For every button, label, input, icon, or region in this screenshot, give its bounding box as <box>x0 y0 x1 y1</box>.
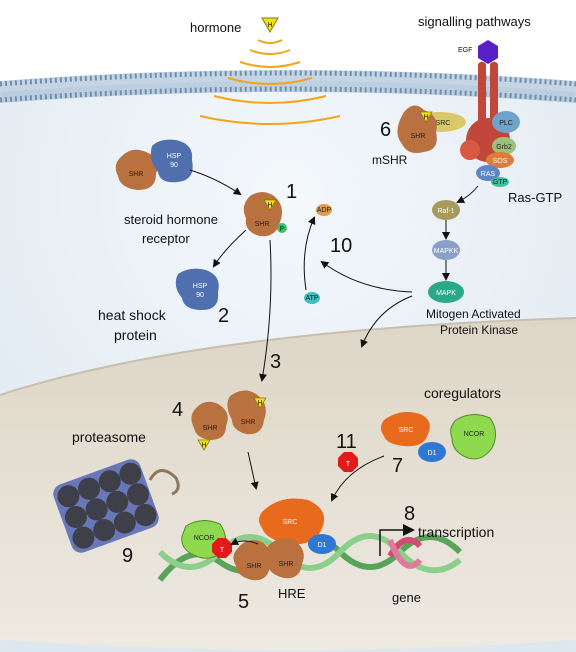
mapk-caption-line2: Protein Kinase <box>440 323 518 337</box>
bound-src-label: SRC <box>283 519 298 526</box>
activated-hormone-icon <box>263 199 277 211</box>
adp-label: ADP <box>317 207 332 214</box>
arrow-to-dna <box>247 451 259 490</box>
mapk-caption-line1: Mitogen Activated <box>426 307 521 321</box>
step-10: 10 <box>330 235 352 257</box>
mapk-label: MAPK <box>436 290 456 297</box>
activated-h-label: H <box>267 202 272 209</box>
hormone-signal: H <box>199 17 341 125</box>
steroid-caption-line2: receptor <box>142 231 190 246</box>
sos-label: SOS <box>493 158 508 165</box>
steroid-caption-line1: steroid hormone <box>124 212 218 227</box>
coreg-src-label: SRC <box>399 427 414 434</box>
atp-icon <box>304 292 320 304</box>
dimer-shr-left-label: SHR <box>203 425 218 432</box>
arrow-coreg-to-dna <box>330 455 385 502</box>
mapkk-label: MAPKK <box>434 248 459 255</box>
hsp-caption-line2: protein <box>114 327 157 343</box>
hormone-h-label: H <box>267 22 272 29</box>
dimer-right-hormone-icon <box>253 397 267 409</box>
signalling-pathways-label: signalling pathways <box>418 14 531 29</box>
gene-label: gene <box>392 590 421 605</box>
transcription-label: transcription <box>418 524 494 540</box>
grb2-label: Grb2 <box>496 144 512 151</box>
coreg-d1-label: D1 <box>428 450 437 457</box>
free-hsp-label: HSP <box>193 283 208 290</box>
transcription-arrow <box>379 524 415 556</box>
proteasome-label: proteasome <box>72 429 146 445</box>
shr-dimer-step4: SHR H SHR H <box>191 390 267 451</box>
step-9: 9 <box>122 545 133 567</box>
mshr-label: mSHR <box>372 153 408 167</box>
dna-bound-complex: SRC SHR SHR D1 NCOR T <box>181 498 336 581</box>
bound-shr-right-label: SHR <box>279 561 294 568</box>
ras-label: RAS <box>481 171 496 178</box>
free-hsp-90-label: 90 <box>196 292 204 299</box>
free-hsp90: HSP 90 <box>175 268 219 310</box>
dimer-shr-right-label: SHR <box>241 419 256 426</box>
stop-11-t-label: T <box>346 461 351 468</box>
egf-icon <box>478 40 498 64</box>
arrow-ncor <box>230 537 259 545</box>
step-5: 5 <box>238 591 249 613</box>
step-1: 1 <box>286 181 297 203</box>
mshr-h-label: H <box>423 114 428 121</box>
egf-label: EGF <box>458 47 472 54</box>
mapk-cascade: Raf-1 MAPKK MAPK <box>428 185 479 303</box>
dimer-right-h-label: H <box>257 400 262 407</box>
dimer-left-hormone-icon <box>197 439 211 451</box>
coreg-ncor-label: NCOR <box>464 431 485 438</box>
activated-shr: SHR H P <box>243 192 287 237</box>
plc-label: PLC <box>499 120 513 127</box>
proteasome-icon <box>53 459 180 553</box>
dimer-left-h-label: H <box>201 442 206 449</box>
step-11: 11 <box>336 431 357 453</box>
step-4: 4 <box>172 399 183 421</box>
complex-hsp-label: HSP <box>167 153 182 160</box>
nuclear-envelope <box>0 317 576 396</box>
c-src-label: c-SRC <box>430 120 451 127</box>
stop-sign-11: T <box>338 452 358 472</box>
bound-ncor-label: NCOR <box>194 535 215 542</box>
bound-d1-label: D1 <box>318 542 327 549</box>
step-7: 7 <box>392 455 403 477</box>
hsp-caption-line1: heat shock <box>98 307 167 323</box>
step-8: 8 <box>404 503 415 525</box>
raf-label: Raf-1 <box>437 208 454 215</box>
ras-gtp-label: Ras-GTP <box>508 190 562 205</box>
gtp-label: GTP <box>493 179 508 186</box>
bound-stop-t-label: T <box>220 547 225 554</box>
shr-hsp90-complex: SHR HSP 90 <box>115 139 193 190</box>
hormone-label: hormone <box>190 20 241 35</box>
step-6: 6 <box>380 119 391 141</box>
mshr-shr-label: SHR <box>411 133 426 140</box>
step-3: 3 <box>270 351 281 373</box>
nucleus <box>0 318 576 650</box>
complex-hsp-90-label: 90 <box>170 162 178 169</box>
hre-label: HRE <box>278 586 306 601</box>
step-2: 2 <box>218 305 229 327</box>
hormone-icon <box>261 17 279 34</box>
activated-p-label: P <box>280 226 285 233</box>
activated-shr-label: SHR <box>255 221 270 228</box>
atp-label: ATP <box>305 295 318 302</box>
mshr-hormone-icon <box>419 111 433 123</box>
bound-shr-left-label: SHR <box>247 563 262 570</box>
coregulators-label: coregulators <box>424 385 501 401</box>
cytoplasm-arrows <box>189 169 413 382</box>
complex-shr-label: SHR <box>129 171 144 178</box>
adp-icon <box>316 204 332 216</box>
membrane-shr: SHR H <box>397 105 437 153</box>
coregulator-group: SRC D1 NCOR <box>381 412 496 462</box>
